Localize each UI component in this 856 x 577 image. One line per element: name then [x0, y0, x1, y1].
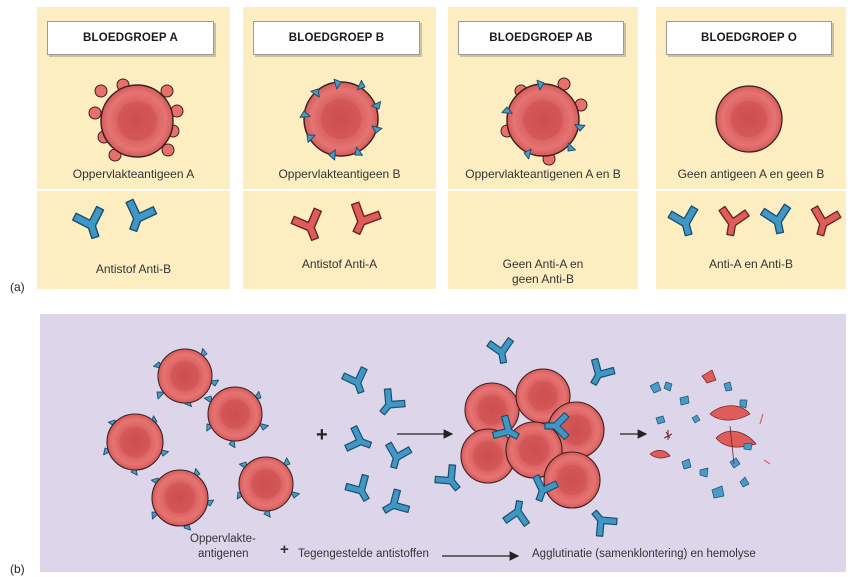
y-antibody-icon — [485, 336, 518, 366]
antibody-label: Antistof Anti-B — [95, 262, 172, 276]
panel-divider — [656, 189, 846, 191]
y-antibody-icon — [342, 423, 376, 459]
rbc-icon — [158, 349, 212, 403]
part-b-label: (b) — [10, 562, 25, 576]
panel-divider — [448, 189, 638, 191]
panel-divider — [37, 189, 230, 191]
rbc-icon — [239, 457, 293, 511]
y-antibody-icon — [583, 502, 621, 540]
plus-symbol: + — [316, 424, 328, 446]
blood-group-o-art — [666, 7, 843, 240]
antigen-label: Oppervlakteantigenen A en B — [465, 167, 621, 181]
y-antibody-icon — [714, 204, 751, 239]
rbc-icon — [101, 85, 173, 157]
blood-group-b-art — [243, 7, 436, 246]
rbc-icon — [152, 470, 208, 526]
antibodies-label: Tegengestelde antistoffen — [298, 548, 429, 560]
agglutination-panel: + — [40, 314, 846, 572]
blood-group-b-header: BLOEDGROEP B — [253, 21, 420, 55]
blood-group-a-art — [70, 7, 230, 243]
y-antibody-icon — [804, 203, 843, 240]
y-antibody-icon — [70, 204, 112, 243]
blood-group-o-header: BLOEDGROEP O — [666, 21, 832, 55]
y-antibody-icon — [380, 440, 414, 472]
antibody-label-line2: geen Anti-B — [511, 272, 575, 286]
y-antibody-icon — [666, 203, 705, 240]
y-antibody-icon — [431, 461, 469, 499]
rbc-icon — [107, 414, 163, 470]
blood-group-ab-panel: BLOEDGROEP AB Oppervlakteantigenen A en … — [448, 7, 638, 289]
rbc-icon — [716, 86, 782, 152]
antibody-label-line1: Geen Anti-A en — [502, 257, 584, 271]
rbc-icon — [208, 387, 262, 441]
blood-group-b-panel: BLOEDGROEP B Oppervlakteantigeen B Antis… — [243, 7, 436, 289]
antibodies-group — [339, 364, 414, 523]
blood-group-o-panel: BLOEDGROEP O Geen antigeen A en geen B A… — [656, 7, 846, 289]
blood-group-a-panel: BLOEDGROEP A Oppervlakteantigeen A Antis… — [37, 7, 230, 289]
antibody-label: Anti-A en Anti-B — [708, 257, 794, 271]
plus-bottom: + — [280, 541, 289, 558]
y-antibody-icon — [342, 471, 379, 508]
y-antibody-icon — [376, 486, 413, 523]
antigens-label-line2: antigenen — [198, 548, 249, 560]
agglutination-art: + — [40, 314, 771, 572]
antigen-cells-group — [102, 348, 299, 530]
agglutination-cluster — [431, 336, 621, 540]
y-antibody-icon — [341, 199, 385, 241]
y-antibody-icon — [501, 498, 534, 528]
rbc-icon — [544, 452, 600, 508]
y-antibody-icon — [581, 355, 618, 392]
blood-group-a-header: BLOEDGROEP A — [47, 21, 214, 55]
antigen-label: Geen antigeen A en geen B — [677, 167, 825, 181]
antigen-a-knob — [88, 78, 184, 162]
antigen-label: Oppervlakteantigeen B — [278, 167, 401, 181]
part-a-label: (a) — [10, 280, 25, 294]
result-label: Agglutinatie (samenklontering) en hemoly… — [532, 548, 756, 560]
blood-group-ab-header: BLOEDGROEP AB — [458, 21, 624, 55]
panel-divider — [243, 189, 436, 191]
arrow-right-icon — [442, 551, 520, 561]
y-antibody-icon — [117, 196, 160, 237]
y-antibody-icon — [371, 385, 409, 423]
antigens-label-line1: Oppervlakte- — [190, 533, 256, 545]
y-antibody-icon — [758, 202, 796, 237]
antibody-label: Antistof Anti-A — [301, 257, 378, 271]
y-antibody-icon — [288, 205, 331, 246]
hemolysis-fragments — [649, 369, 771, 499]
blood-group-ab-art — [448, 7, 638, 289]
antigen-label: Oppervlakteantigeen A — [72, 167, 195, 181]
y-antibody-icon — [339, 364, 375, 398]
